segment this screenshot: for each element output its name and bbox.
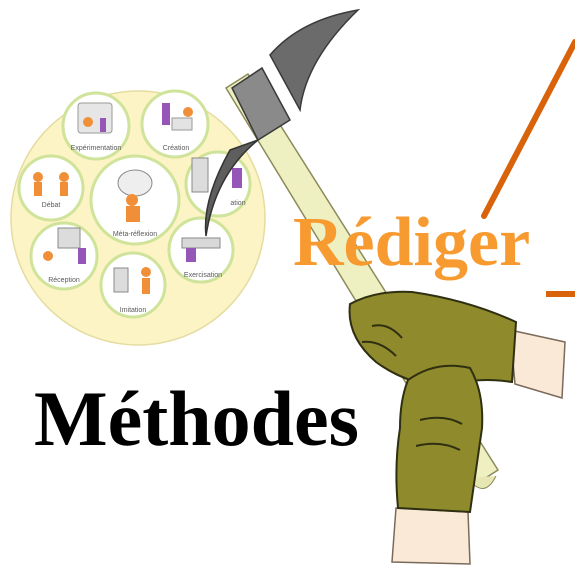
methodes-title: Méthodes — [34, 375, 359, 462]
node-reception: Réception — [29, 221, 99, 291]
node-label-ation: ation — [230, 200, 245, 207]
node-debat: Débat — [17, 154, 85, 222]
node-label-exercisation: Exercisation — [184, 272, 222, 279]
node-central: Méta-réflexion — [89, 154, 181, 246]
node-label-creation: Création — [163, 145, 190, 152]
node-label-imitation: Imitation — [120, 307, 147, 314]
node-exercisation: Exercisation — [167, 216, 235, 284]
node-creation: Création — [140, 89, 210, 159]
node-experimentation: Expérimentation — [61, 91, 131, 161]
pointer-stick-icon — [481, 39, 575, 219]
node-label-reception: Réception — [48, 277, 80, 284]
gloved-hands-icon — [348, 290, 566, 565]
node-label-experimentation: Expérimentation — [71, 145, 122, 152]
node-label-debat: Débat — [42, 202, 61, 209]
redige-title: Rédiger — [293, 204, 531, 281]
node-imitation: Imitation — [99, 251, 167, 319]
central-label: Méta-réflexion — [113, 231, 157, 238]
